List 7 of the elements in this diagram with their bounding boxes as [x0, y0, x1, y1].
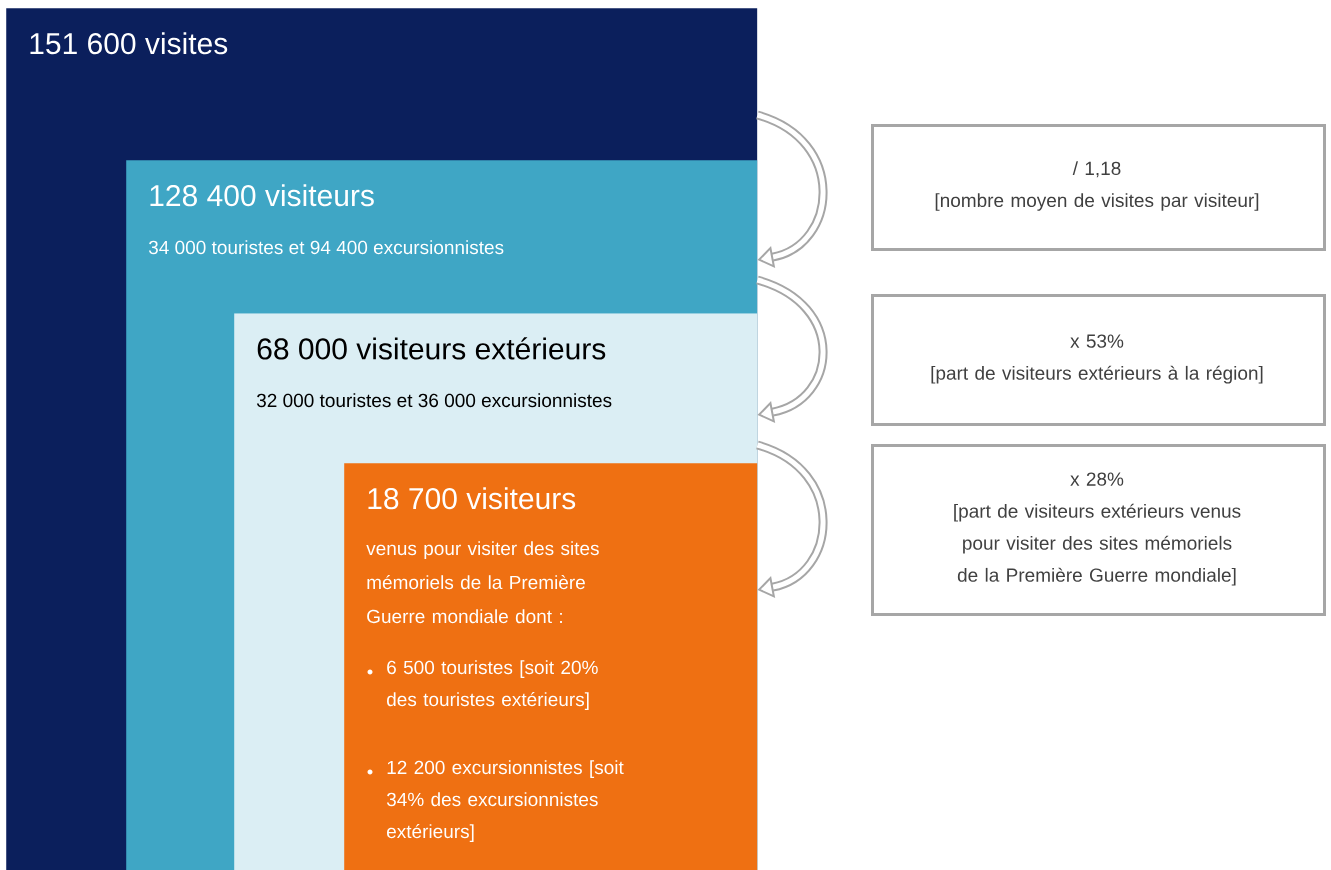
curved-arrow [755, 110, 828, 269]
nested-box: 18 700 visiteurs venus pour visiter des sites mémoriels de la Première Guerre mondiale dont : 6 500 touristes [soit 20% des touristes extérieurs] 12 200 excursionnistes [soit 34% des excursionnistes extérieurs] [344, 463, 758, 870]
curved-arrow [755, 440, 828, 599]
curved-arrow [755, 275, 828, 424]
note-box: x 53% [part de visiteurs extérieurs à la région] [871, 294, 1326, 426]
note-box: / 1,18 [nombre moyen de visites par visiteur] [871, 124, 1326, 251]
note-box: x 28% [part de visiteurs extérieurs venus pour visiter des sites mémoriels de la Première Guerre mondiale] [871, 444, 1326, 616]
